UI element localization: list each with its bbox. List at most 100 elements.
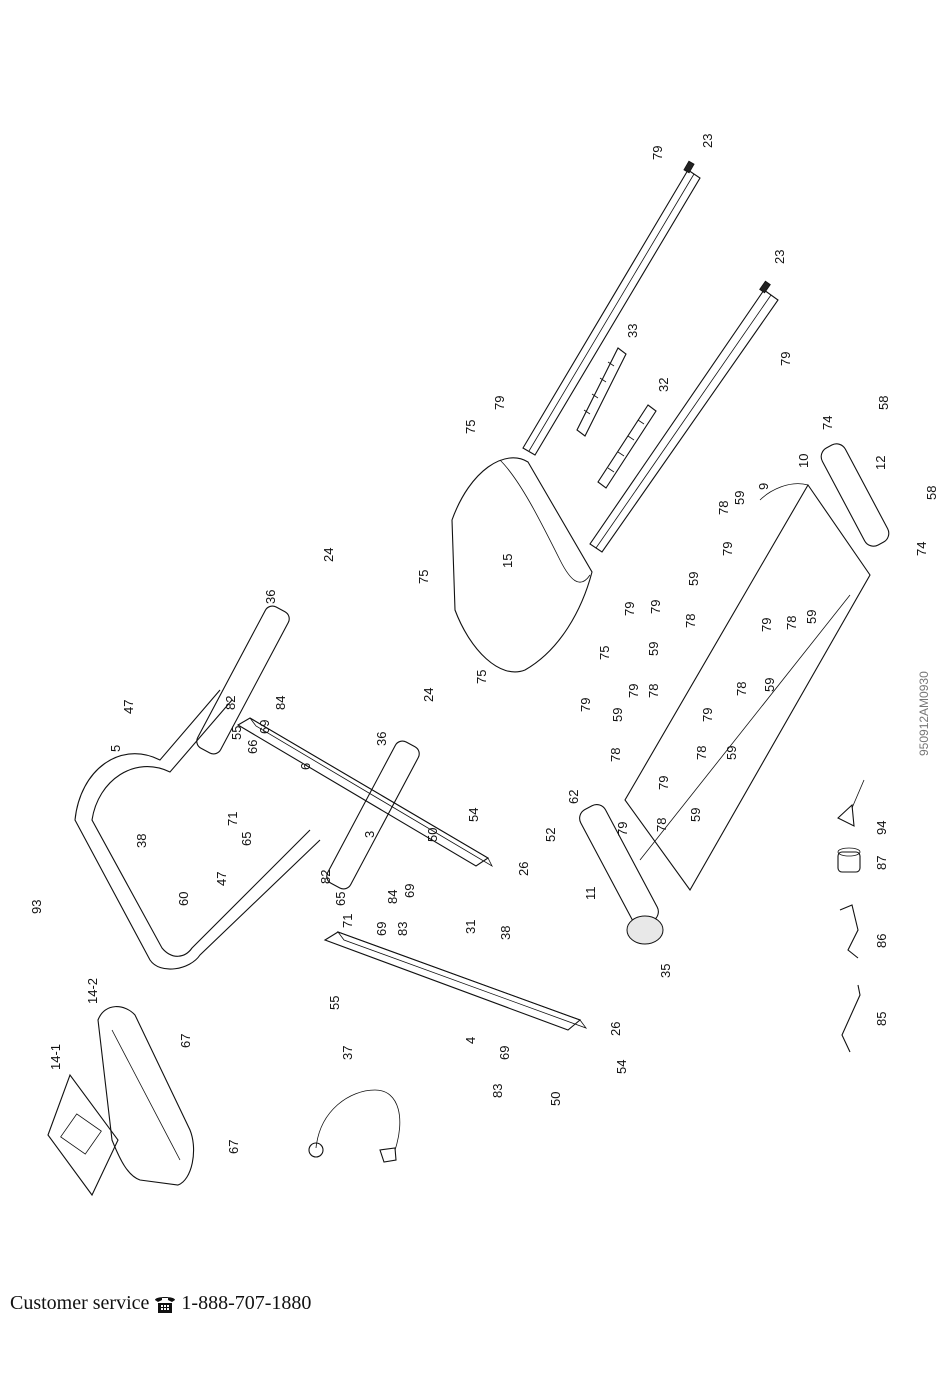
drawing-code: 950912AM0930 xyxy=(917,671,931,756)
label-3: 3 xyxy=(362,831,377,838)
label-5: 5 xyxy=(108,745,123,752)
label-78: 78 xyxy=(734,682,749,696)
label-86: 86 xyxy=(874,934,889,948)
label-78: 78 xyxy=(716,501,731,515)
label-4: 4 xyxy=(463,1037,478,1044)
label-78: 78 xyxy=(694,746,709,760)
label-94: 94 xyxy=(874,821,889,835)
label-78: 78 xyxy=(654,818,669,832)
label-59: 59 xyxy=(646,642,661,656)
upright-tube-right xyxy=(326,740,420,890)
label-54: 54 xyxy=(614,1060,629,1074)
label-52: 52 xyxy=(543,828,558,842)
label-59: 59 xyxy=(762,678,777,692)
label-79: 79 xyxy=(492,396,507,410)
side-rail-upper xyxy=(522,160,701,456)
rear-roller xyxy=(820,443,890,547)
label-87: 87 xyxy=(874,856,889,870)
label-26: 26 xyxy=(516,862,531,876)
label-11: 11 xyxy=(583,887,598,901)
label-35: 35 xyxy=(658,964,673,978)
label-79: 79 xyxy=(720,542,735,556)
label-79: 79 xyxy=(622,602,637,616)
front-roller xyxy=(579,804,664,945)
label-84: 84 xyxy=(273,696,288,710)
label-79: 79 xyxy=(615,822,630,836)
base-tube-3 xyxy=(236,717,493,868)
label-24: 24 xyxy=(421,688,436,702)
label-37: 37 xyxy=(340,1046,355,1060)
label-75: 75 xyxy=(463,420,478,434)
label-69: 69 xyxy=(402,884,417,898)
label-93: 93 xyxy=(29,900,44,914)
label-26: 26 xyxy=(608,1022,623,1036)
label-79: 79 xyxy=(626,684,641,698)
upright-tube-left xyxy=(196,605,290,755)
label-59: 59 xyxy=(724,746,739,760)
label-78: 78 xyxy=(608,748,623,762)
label-58: 58 xyxy=(924,486,939,500)
safety-key-cord xyxy=(308,1089,401,1163)
label-69: 69 xyxy=(257,720,272,734)
label-75: 75 xyxy=(416,570,431,584)
console-panel xyxy=(47,1073,119,1197)
spacer-87 xyxy=(837,847,861,873)
label-50: 50 xyxy=(425,828,440,842)
label-67: 67 xyxy=(178,1034,193,1048)
label-6: 6 xyxy=(298,763,313,770)
allen-wrench xyxy=(841,984,861,1053)
label-55: 55 xyxy=(229,726,244,740)
label-23: 23 xyxy=(700,134,715,148)
label-83: 83 xyxy=(395,922,410,936)
label-83: 83 xyxy=(490,1084,505,1098)
label-75: 75 xyxy=(474,670,489,684)
label-59: 59 xyxy=(610,708,625,722)
label-74: 74 xyxy=(820,416,835,430)
label-47: 47 xyxy=(121,700,136,714)
label-78: 78 xyxy=(683,614,698,628)
label-79: 79 xyxy=(650,146,665,160)
grip-strip-32 xyxy=(597,404,657,489)
screwdriver-94 xyxy=(837,779,865,827)
label-71: 71 xyxy=(225,812,240,826)
label-54: 54 xyxy=(466,808,481,822)
label-24: 24 xyxy=(321,548,336,562)
label-32: 32 xyxy=(656,378,671,392)
label-79: 79 xyxy=(759,618,774,632)
label-60: 60 xyxy=(176,892,191,906)
label-9: 9 xyxy=(756,483,771,490)
label-47: 47 xyxy=(214,872,229,886)
label-36: 36 xyxy=(374,732,389,746)
label-78: 78 xyxy=(784,616,799,630)
base-tube-4 xyxy=(323,931,588,1031)
label-65: 65 xyxy=(333,892,348,906)
label-55: 55 xyxy=(327,996,342,1010)
label-79: 79 xyxy=(700,708,715,722)
label-36: 36 xyxy=(263,590,278,604)
running-deck xyxy=(624,483,871,892)
label-79: 79 xyxy=(648,600,663,614)
label-82: 82 xyxy=(223,696,238,710)
telephone-icon xyxy=(153,1294,177,1314)
customer-service-phone: 1-888-707-1880 xyxy=(181,1292,312,1314)
label-59: 59 xyxy=(686,572,701,586)
label-12: 12 xyxy=(873,456,888,470)
label-14-2: 14-2 xyxy=(85,978,100,1004)
grip-strip-33 xyxy=(576,347,627,437)
console-base xyxy=(97,1006,195,1186)
label-62: 62 xyxy=(566,790,581,804)
label-67: 67 xyxy=(226,1140,241,1154)
customer-service-label: Customer service xyxy=(10,1292,150,1314)
label-58: 58 xyxy=(876,396,891,410)
label-65: 65 xyxy=(239,832,254,846)
label-69: 69 xyxy=(497,1046,512,1060)
label-71: 71 xyxy=(340,914,355,928)
part-labels: 23 79 23 79 33 32 79 75 15 75 79 75 75 5… xyxy=(29,134,939,1154)
label-79: 79 xyxy=(778,352,793,366)
label-74: 74 xyxy=(914,542,929,556)
label-59: 59 xyxy=(804,610,819,624)
label-50: 50 xyxy=(548,1092,563,1106)
label-84: 84 xyxy=(385,890,400,904)
label-23: 23 xyxy=(772,250,787,264)
